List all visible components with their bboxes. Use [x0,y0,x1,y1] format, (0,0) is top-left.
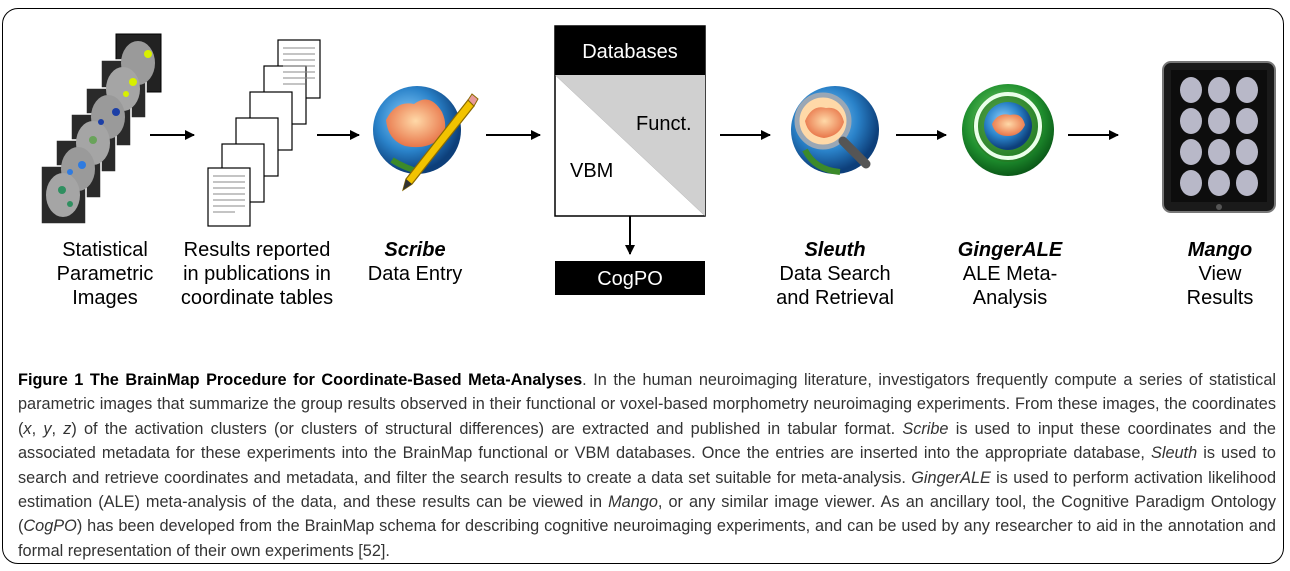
step-line: ALE Meta- [962,263,1058,285]
step-label-results-reported: Results reported in publications in coor… [167,238,347,310]
step-line: Images [72,287,138,309]
funct-label: Funct. [636,113,692,135]
caption-text: ) has been developed from the BrainMap s… [18,517,1276,560]
cogpo-label: CogPO [597,268,663,290]
scribe-globe-icon [373,86,479,192]
caption-text: is used to perform activation likelihood… [18,468,1276,512]
funct-triangle [555,75,705,216]
caption-italic: Scribe [902,419,949,438]
caption-italic: Sleuth [1150,444,1198,463]
caption-text: , [51,419,64,438]
caption-text: . In the human neuroimaging literature, … [18,371,1276,438]
brain-images-stack-icon [40,33,162,225]
step-line: coordinate tables [180,287,334,309]
step-label-scribe: Scribe Data Entry [350,238,480,286]
publications-stack-icon [207,39,321,227]
step-line: and Retrieval [776,287,894,309]
figure-frame [2,8,1284,564]
workflow-diagram: Databases Funct. VBM CogPO [40,25,1276,295]
step-label-statistical-images: Statistical Parametric Images [30,238,180,310]
figure-label: Figure 1 The BrainMap Procedure for Coor… [18,371,583,389]
step-line: Statistical [62,239,148,261]
step-line: in publications in [183,263,331,285]
step-line: Analysis [972,287,1048,309]
caption-italic: Mango [608,493,658,512]
step-line: Data Search [779,263,891,285]
step-line: Results [1186,287,1254,309]
caption-italic: GingerALE [911,468,991,487]
cogpo-block: CogPO [555,261,705,295]
vbm-label: VBM [570,160,613,182]
step-title: GingerALE [957,239,1063,261]
caption-italic: CogPO [23,517,77,536]
step-label-mango: Mango View Results [1160,238,1280,310]
step-title: Sleuth [804,239,866,261]
caption-text: ) of the activation clusters (or cluster… [71,419,903,438]
caption-text: , [31,419,44,438]
step-line: Data Entry [367,263,463,285]
caption-italic: x [23,419,32,438]
step-label-gingerale: GingerALE ALE Meta- Analysis [945,238,1075,310]
sleuth-globe-icon [791,86,879,175]
databases-block: Databases Funct. VBM [554,25,706,217]
caption-italic: y [43,419,52,438]
figure-caption: Figure 1 The BrainMap Procedure for Coor… [18,368,1276,563]
databases-header: Databases [582,41,678,63]
gingerale-badge-icon [962,84,1054,176]
step-line: View [1198,263,1242,285]
step-line: Parametric [56,263,154,285]
step-line: Results reported [183,239,331,261]
step-label-sleuth: Sleuth Data Search and Retrieval [765,238,905,310]
databases-header-bar [555,26,705,75]
caption-italic: z [63,419,72,438]
caption-text: is used to search and retrieve coordinat… [18,444,1276,487]
caption-text: , or any similar image viewer. As an anc… [18,493,1276,536]
step-title: Mango [1187,239,1253,261]
mango-tablet-icon [1162,61,1276,213]
caption-text: is used to input these coordinates and t… [18,419,1276,463]
step-title: Scribe [384,239,446,261]
